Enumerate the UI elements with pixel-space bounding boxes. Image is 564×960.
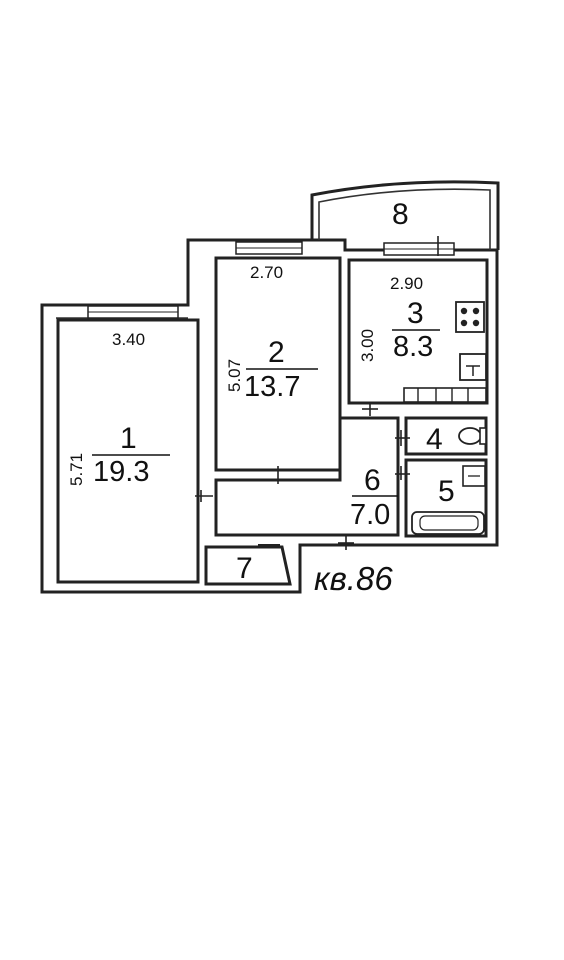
room-2-area: 13.7 bbox=[244, 371, 300, 403]
room-2-width: 2.70 bbox=[250, 263, 283, 282]
room-1 bbox=[56, 305, 200, 584]
balcony-8 bbox=[310, 180, 500, 250]
room-8-number: 8 bbox=[392, 198, 409, 231]
room-1-number: 1 bbox=[120, 422, 137, 455]
room-4 bbox=[404, 416, 488, 456]
room-3 bbox=[347, 242, 489, 405]
room-2-length: 5.07 bbox=[225, 359, 244, 392]
room-7 bbox=[204, 544, 292, 586]
room-6-area: 7.0 bbox=[350, 499, 390, 531]
room-1-area: 19.3 bbox=[93, 456, 149, 488]
room-3-width: 2.90 bbox=[390, 274, 423, 293]
room-6 bbox=[214, 416, 400, 537]
room-3-area: 8.3 bbox=[393, 331, 433, 363]
room-1-width: 3.40 bbox=[112, 330, 145, 349]
room-4-number: 4 bbox=[426, 423, 443, 456]
room-5 bbox=[404, 458, 488, 538]
room-7-number: 7 bbox=[236, 552, 253, 585]
room-3-length: 3.00 bbox=[358, 329, 377, 362]
counter-icon bbox=[403, 387, 487, 403]
room-1-length: 5.71 bbox=[67, 453, 86, 486]
sink-icon bbox=[459, 353, 487, 381]
toilet-icon bbox=[458, 427, 487, 445]
room-6-number: 6 bbox=[364, 464, 381, 497]
room-5-number: 5 bbox=[438, 475, 455, 508]
washbasin-icon bbox=[462, 465, 486, 487]
stove-icon bbox=[455, 301, 485, 333]
room-2-number: 2 bbox=[268, 336, 285, 369]
bathtub-icon bbox=[411, 511, 485, 535]
door-icon bbox=[195, 236, 439, 550]
room-3-number: 3 bbox=[407, 297, 424, 330]
apartment-label: кв.86 bbox=[314, 560, 393, 597]
